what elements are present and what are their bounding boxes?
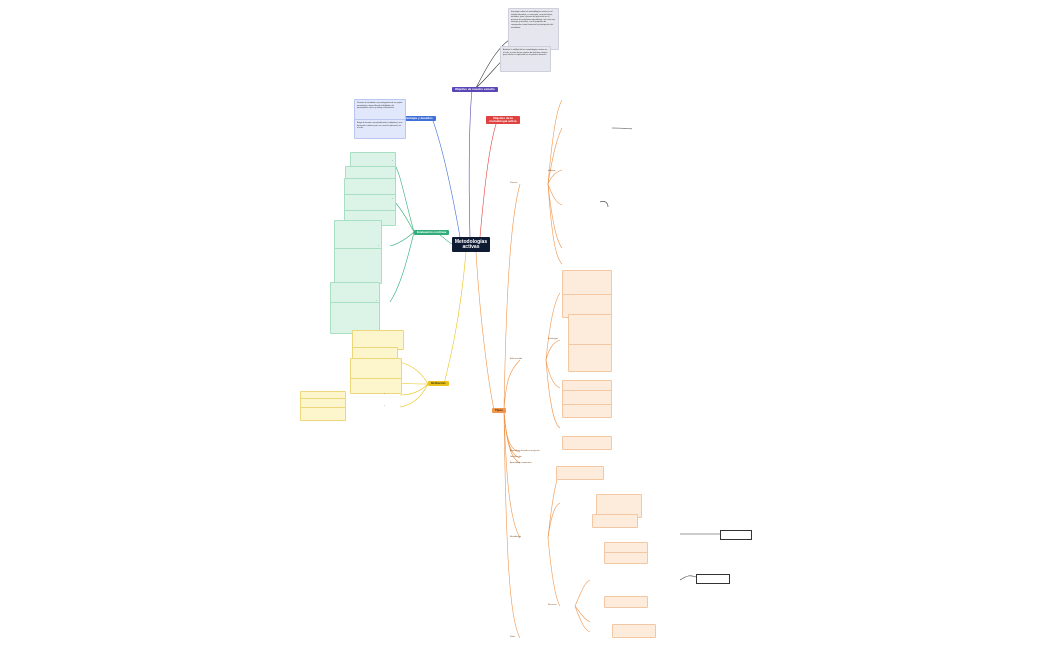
- yellow-leaf-2: ▪: [384, 405, 385, 407]
- orange-leaf-gamificacion[interactable]: Gamificación: [510, 456, 522, 458]
- central-topic-line2: activas: [462, 243, 480, 250]
- central-topic-line1: Metodologías: [454, 238, 488, 245]
- outline-box-1: [696, 574, 730, 584]
- orange-leaf-roles[interactable]: Roles: [510, 636, 516, 638]
- orange-leaf-aula[interactable]: Aula invertida: [510, 358, 523, 360]
- note-desafios: Exige al docente una planificación cuida…: [354, 119, 406, 139]
- outline-box-2: [720, 530, 752, 540]
- orange-leaf-proceso[interactable]: Proceso: [510, 182, 518, 184]
- orange-note-4: [568, 344, 612, 372]
- branch-tipos[interactable]: Tipos: [492, 408, 506, 413]
- orange-leaf-recursos[interactable]: Recursos: [548, 604, 557, 606]
- yellow-note-7: [300, 407, 346, 421]
- orange-leaf-enfoque[interactable]: Enfoque: [548, 170, 556, 172]
- orange-note-8: [562, 436, 612, 450]
- branch-objetivo-metodologia[interactable]: Objetivo de la metodología activa: [486, 116, 520, 124]
- orange-note-14: [604, 596, 648, 608]
- orange-leaf-abp[interactable]: Aprendizaje basado en proyectos: [510, 450, 540, 452]
- branch-objetivo-estudio[interactable]: Objetivo de nuestro estudio: [452, 87, 498, 92]
- orange-leaf-estrategias[interactable]: Estrategias: [548, 338, 559, 340]
- branch-definicion[interactable]: Definición: [428, 381, 449, 386]
- green-note-9: [330, 302, 380, 334]
- orange-note-3: [568, 314, 612, 348]
- note-objetivo-estudio: Investigar sobre las metodologías activa…: [508, 8, 559, 50]
- orange-note-11: [592, 514, 638, 528]
- branch-evaluacion[interactable]: Evaluación continua: [414, 230, 450, 235]
- orange-note-9: [556, 466, 604, 480]
- orange-leaf-colaborativo[interactable]: Aprendizaje cooperativo: [510, 462, 532, 464]
- yellow-leaf-1: ▪: [384, 393, 385, 395]
- orange-note-15: [612, 624, 656, 638]
- yellow-note-4: [350, 378, 402, 394]
- green-leaf-3: ▪: [378, 245, 379, 247]
- orange-note-7: [562, 404, 612, 418]
- note-objetivo-analisis: Analizar la utilidad de las metodologías…: [500, 46, 551, 72]
- green-leaf-2: ▪: [392, 198, 393, 200]
- branch-ventajas-desafios[interactable]: Ventajas y desafíos: [402, 116, 436, 121]
- central-topic[interactable]: Metodologías activas: [452, 237, 490, 252]
- green-note-7: [334, 248, 382, 284]
- orange-leaf-metodologia[interactable]: Metodología: [510, 536, 522, 538]
- green-leaf-4: ▪: [376, 300, 377, 302]
- orange-note-13: [604, 552, 648, 564]
- green-leaf-1: ▪: [392, 160, 393, 162]
